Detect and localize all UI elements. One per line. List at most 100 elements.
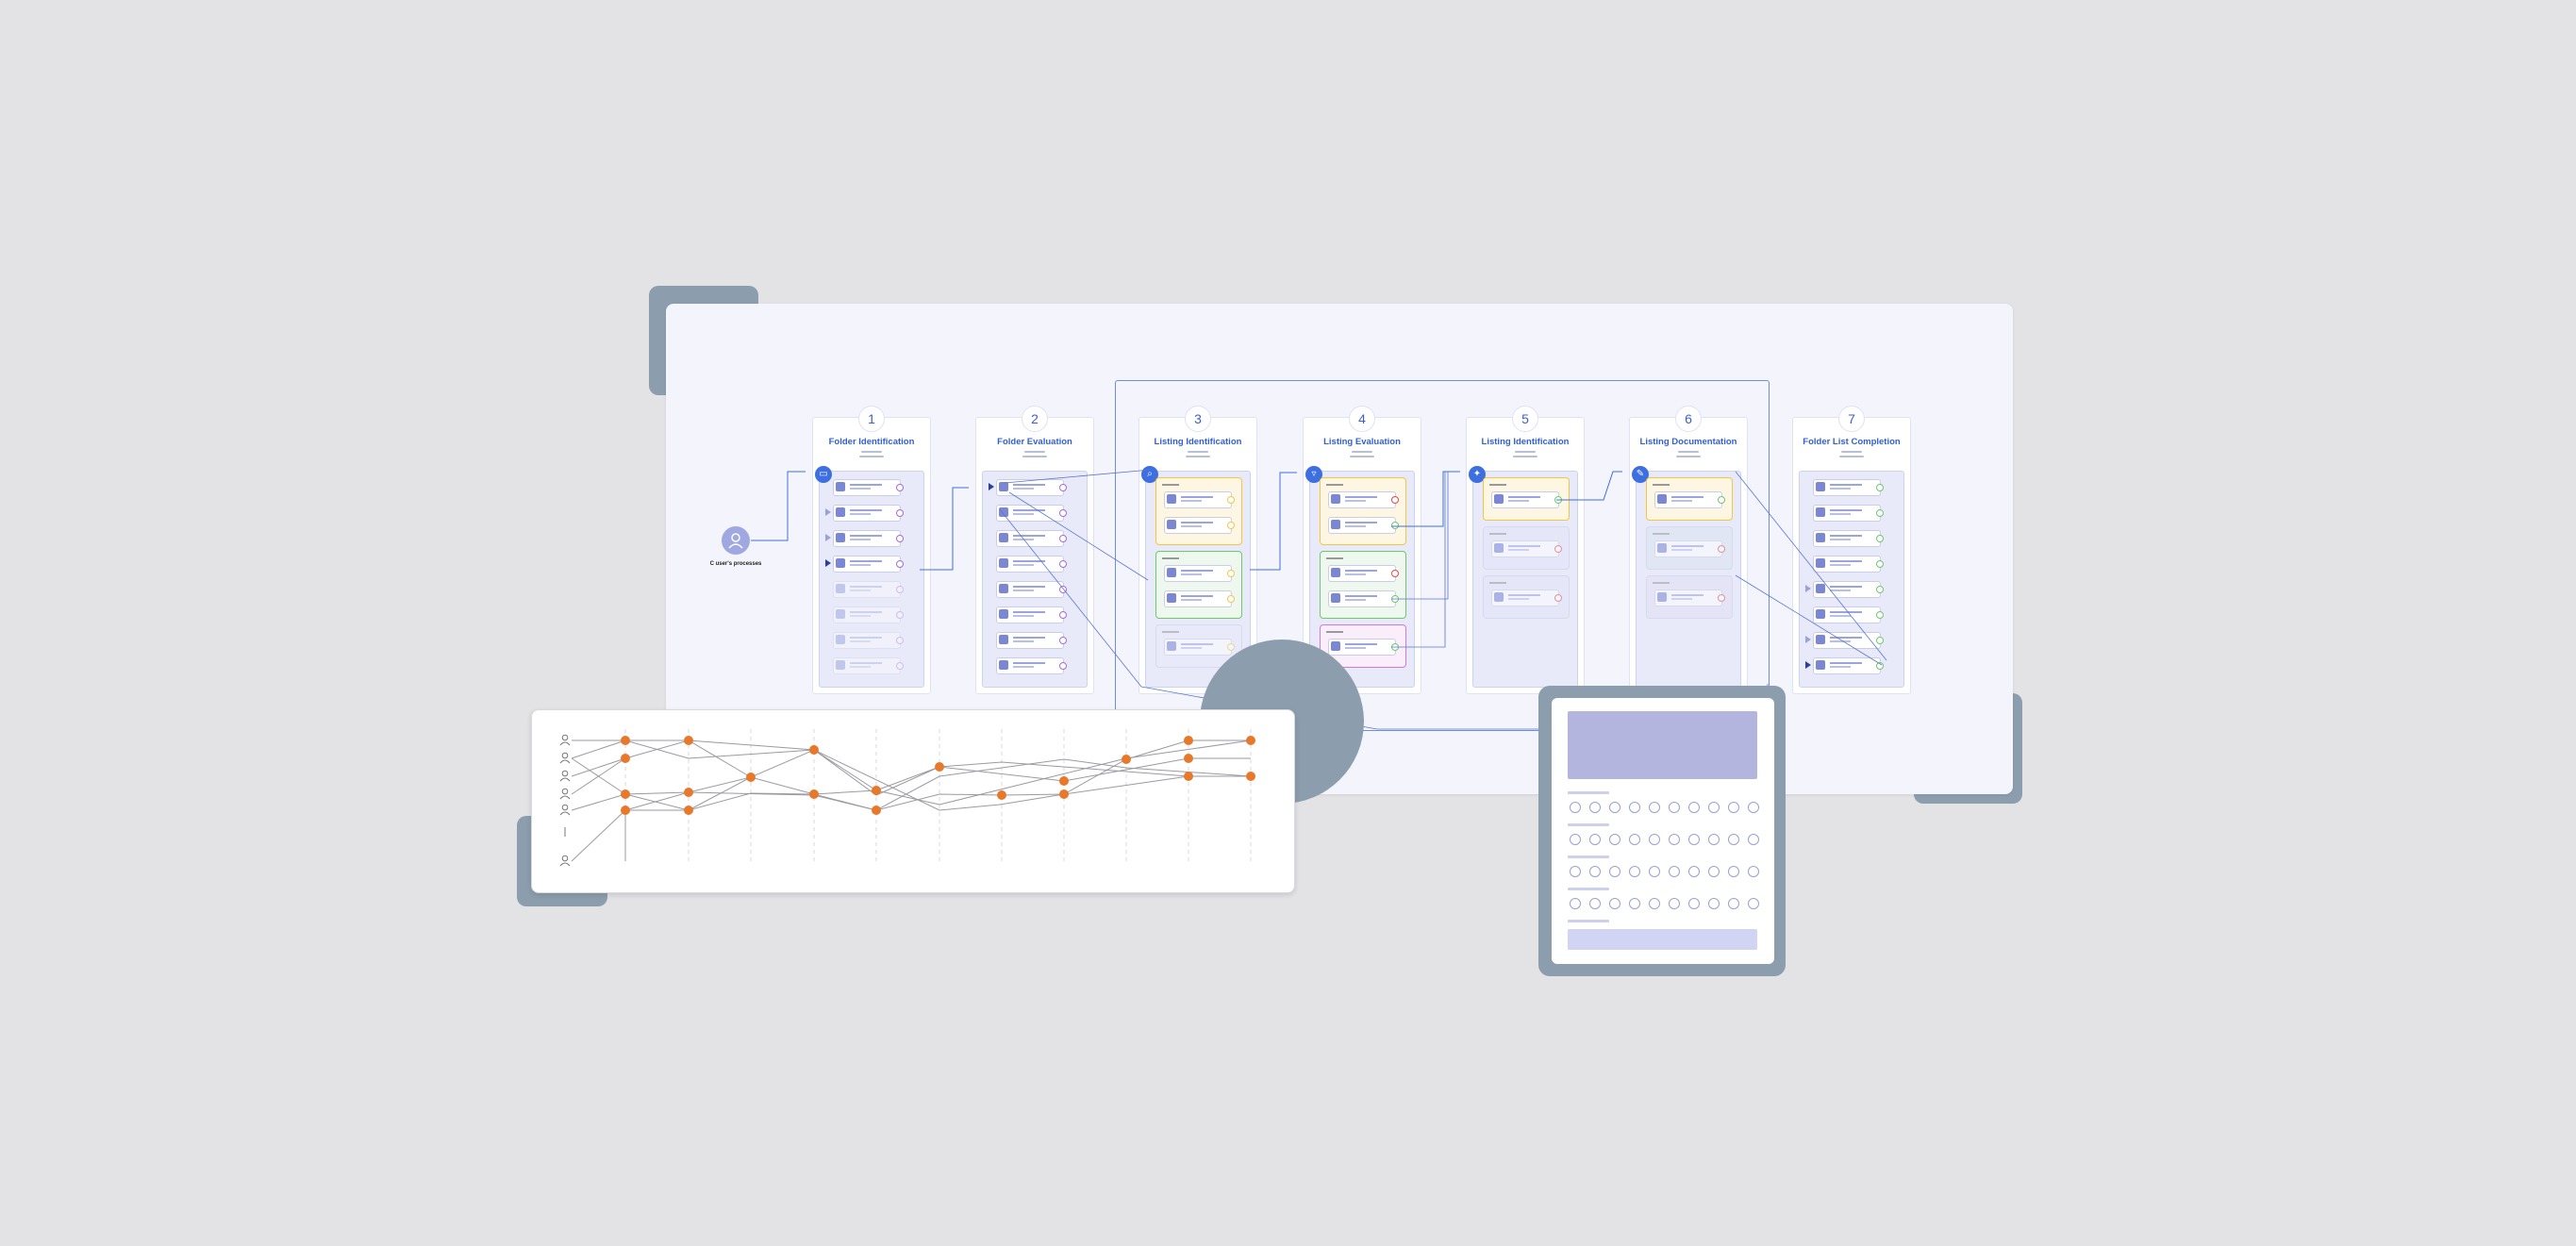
graph-node[interactable]	[746, 773, 756, 782]
graph-node[interactable]	[1059, 776, 1069, 786]
list-item[interactable]	[833, 556, 904, 573]
list-item[interactable]	[833, 632, 904, 649]
radio-option[interactable]	[1570, 866, 1581, 877]
radio-option[interactable]	[1570, 802, 1581, 813]
listing-item[interactable]	[1654, 540, 1725, 557]
listing-group[interactable]	[1320, 477, 1406, 545]
radio-option[interactable]	[1688, 834, 1700, 845]
radio-option[interactable]	[1629, 802, 1640, 813]
sparkle-icon[interactable]: ✦	[1469, 466, 1486, 483]
radio-option[interactable]	[1649, 898, 1660, 909]
graph-node[interactable]	[935, 762, 944, 772]
listing-item[interactable]	[1491, 540, 1562, 557]
listing-item[interactable]	[1164, 517, 1235, 534]
list-item[interactable]	[833, 606, 904, 623]
list-item[interactable]	[996, 505, 1067, 522]
radio-option[interactable]	[1728, 834, 1739, 845]
graph-node[interactable]	[1184, 736, 1193, 745]
filter-icon[interactable]: ▿	[1305, 466, 1322, 483]
radio-option[interactable]	[1688, 866, 1700, 877]
radio-option[interactable]	[1669, 834, 1680, 845]
graph-node[interactable]	[872, 806, 881, 815]
radio-option[interactable]	[1748, 802, 1759, 813]
radio-option[interactable]	[1708, 834, 1720, 845]
listing-group[interactable]	[1155, 551, 1242, 619]
listing-item[interactable]	[1491, 491, 1562, 508]
radio-option[interactable]	[1629, 834, 1640, 845]
list-item[interactable]	[1813, 530, 1884, 547]
graph-node[interactable]	[1184, 772, 1193, 781]
graph-node[interactable]	[1246, 736, 1255, 745]
listing-group[interactable]	[1646, 477, 1733, 521]
graph-node[interactable]	[997, 790, 1006, 800]
listing-item[interactable]	[1491, 590, 1562, 606]
radio-option[interactable]	[1748, 834, 1759, 845]
list-item[interactable]	[996, 657, 1067, 674]
radio-option[interactable]	[1629, 866, 1640, 877]
radio-option[interactable]	[1609, 802, 1620, 813]
radio-option[interactable]	[1609, 898, 1620, 909]
radio-option[interactable]	[1669, 802, 1680, 813]
radio-option[interactable]	[1609, 834, 1620, 845]
submit-button[interactable]	[1568, 929, 1757, 950]
graph-node[interactable]	[621, 736, 630, 745]
radio-option[interactable]	[1728, 866, 1739, 877]
list-item[interactable]	[833, 505, 904, 522]
list-item[interactable]	[996, 581, 1067, 598]
listing-item[interactable]	[1328, 590, 1399, 607]
radio-option[interactable]	[1688, 802, 1700, 813]
radio-option[interactable]	[1748, 898, 1759, 909]
list-item[interactable]	[1813, 556, 1884, 573]
graph-node[interactable]	[621, 806, 630, 815]
radio-option[interactable]	[1649, 802, 1660, 813]
graph-node[interactable]	[1122, 755, 1131, 764]
list-item[interactable]	[833, 657, 904, 674]
listing-item[interactable]	[1164, 590, 1235, 607]
listing-group[interactable]	[1646, 575, 1733, 619]
radio-option[interactable]	[1708, 802, 1720, 813]
graph-node[interactable]	[684, 788, 693, 797]
folder-icon[interactable]: ▭	[815, 466, 832, 483]
edit-icon[interactable]: ✎	[1632, 466, 1649, 483]
user-avatar[interactable]	[722, 526, 750, 555]
list-item[interactable]	[996, 632, 1067, 649]
radio-option[interactable]	[1669, 866, 1680, 877]
graph-node[interactable]	[1184, 754, 1193, 763]
list-item[interactable]	[1813, 479, 1884, 496]
listing-item[interactable]	[1328, 639, 1399, 656]
list-item[interactable]	[996, 479, 1067, 496]
radio-option[interactable]	[1629, 898, 1640, 909]
list-item[interactable]	[996, 606, 1067, 623]
radio-option[interactable]	[1589, 898, 1601, 909]
graph-node[interactable]	[809, 745, 819, 755]
graph-node[interactable]	[1246, 772, 1255, 781]
listing-group[interactable]	[1483, 526, 1570, 570]
listing-item[interactable]	[1164, 565, 1235, 582]
listing-item[interactable]	[1328, 491, 1399, 508]
list-item[interactable]	[1813, 657, 1884, 674]
graph-node[interactable]	[621, 789, 630, 799]
listing-group[interactable]	[1483, 575, 1570, 619]
radio-option[interactable]	[1649, 866, 1660, 877]
listing-group[interactable]	[1483, 477, 1570, 521]
radio-option[interactable]	[1589, 802, 1601, 813]
graph-node[interactable]	[1059, 789, 1069, 799]
listing-item[interactable]	[1328, 565, 1399, 582]
listing-group[interactable]	[1155, 477, 1242, 545]
listing-item[interactable]	[1654, 491, 1725, 508]
graph-node[interactable]	[684, 736, 693, 745]
list-item[interactable]	[1813, 632, 1884, 649]
list-item[interactable]	[833, 479, 904, 496]
list-item[interactable]	[1813, 505, 1884, 522]
list-item[interactable]	[1813, 581, 1884, 598]
graph-node[interactable]	[684, 806, 693, 815]
listing-item[interactable]	[1328, 517, 1399, 534]
radio-option[interactable]	[1669, 898, 1680, 909]
listing-group[interactable]	[1646, 526, 1733, 570]
radio-option[interactable]	[1589, 834, 1601, 845]
